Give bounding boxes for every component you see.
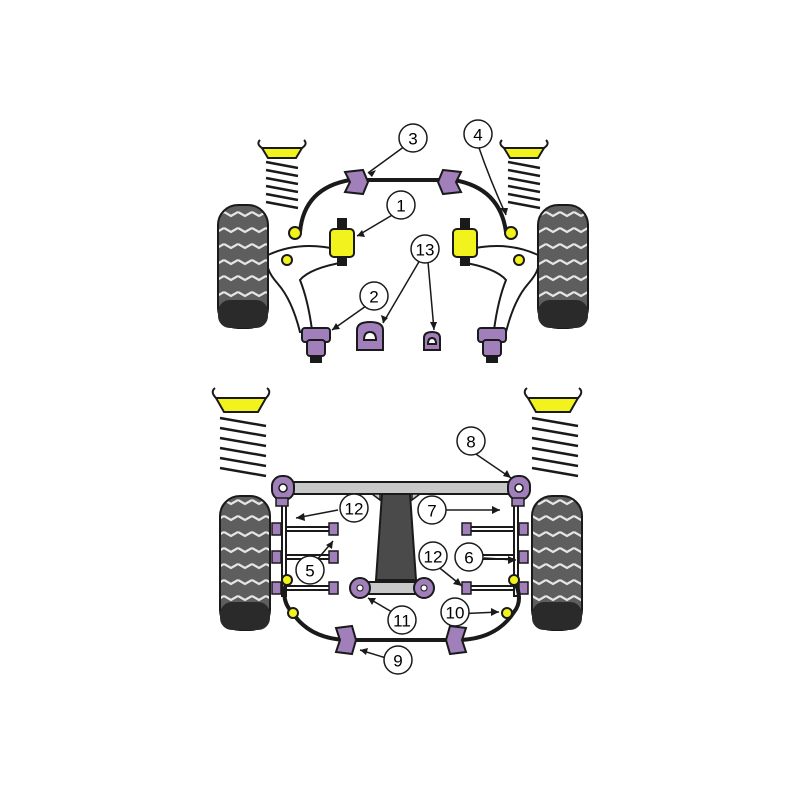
callout-12-right: 12 xyxy=(418,541,448,571)
front-left-spring-seat xyxy=(257,139,307,159)
callout-12-left-label: 12 xyxy=(345,500,364,519)
front-right-wishbone-rear-bush xyxy=(477,327,507,363)
callout-13-label: 13 xyxy=(416,241,435,260)
front-left-tyre xyxy=(217,204,269,329)
callout-4: 4 xyxy=(463,119,493,149)
front-suspension xyxy=(217,139,589,363)
rear-trailing-arm xyxy=(349,577,435,599)
front-right-droplink-lower xyxy=(513,254,525,266)
rear-left-coil-spring xyxy=(219,416,267,478)
callout-13: 13 xyxy=(410,234,440,264)
callout-8-label: 8 xyxy=(466,433,475,452)
rear-right-droplink-upper xyxy=(508,574,520,586)
front-arb-bush-left xyxy=(343,168,370,196)
callout-6: 6 xyxy=(454,542,484,572)
front-left-wishbone-rear-bush xyxy=(301,327,331,363)
front-arb-bush-right xyxy=(436,168,463,196)
callout-10-label: 10 xyxy=(446,604,465,623)
rear-right-spring-seat xyxy=(523,387,583,413)
rear-right-droplink-lower xyxy=(501,607,513,619)
rear-crossmember-bush-left xyxy=(271,475,295,501)
callout-8: 8 xyxy=(456,426,486,456)
callout-9-label: 9 xyxy=(393,652,402,671)
front-arb-bush-small xyxy=(423,330,441,351)
callout-10: 10 xyxy=(440,597,470,627)
rear-right-coil-spring xyxy=(531,416,579,478)
front-left-wishbone-front-bush xyxy=(329,218,355,266)
callout-5-label: 5 xyxy=(305,562,314,581)
callout-1: 1 xyxy=(386,190,416,220)
callout-11-label: 11 xyxy=(393,612,411,631)
rear-left-spring-seat xyxy=(211,387,271,413)
front-right-droplink-upper xyxy=(504,226,518,240)
callout-9: 9 xyxy=(383,645,413,675)
rear-left-droplink-upper xyxy=(281,574,293,586)
front-right-wishbone xyxy=(459,245,539,334)
front-right-wishbone-front-bush xyxy=(452,218,478,266)
rear-anti-roll-bar xyxy=(282,579,521,642)
rear-arb-bush-left xyxy=(334,624,358,656)
callout-11: 11 xyxy=(387,605,417,635)
front-arb-bush-large xyxy=(356,320,384,351)
callouts: 3 4 1 13 2 8 12 7 12 6 5 10 11 9 xyxy=(295,119,493,675)
front-left-coil-spring xyxy=(265,160,299,210)
leader-arrowheads xyxy=(296,170,516,655)
rear-left-droplink-lower xyxy=(287,607,299,619)
callout-5: 5 xyxy=(295,555,325,585)
front-anti-roll-bar xyxy=(298,178,508,233)
rear-arb-bush-right xyxy=(444,624,468,656)
callout-1-label: 1 xyxy=(396,197,405,216)
rear-left-tyre xyxy=(219,495,271,631)
front-left-droplink-lower xyxy=(281,254,293,266)
callout-7: 7 xyxy=(417,495,447,525)
callout-12-right-label: 12 xyxy=(424,548,443,567)
callout-4-label: 4 xyxy=(473,126,482,145)
callout-2-label: 2 xyxy=(369,288,378,307)
rear-crossmember-bush-right xyxy=(507,475,531,501)
callout-3: 3 xyxy=(398,123,428,153)
callout-7-label: 7 xyxy=(427,502,436,521)
front-right-tyre xyxy=(537,204,589,329)
front-left-droplink-upper xyxy=(288,226,302,240)
front-right-spring-seat xyxy=(499,139,549,159)
callout-2: 2 xyxy=(359,281,389,311)
front-right-coil-spring xyxy=(507,160,541,210)
callout-3-label: 3 xyxy=(408,130,417,149)
callout-12-left: 12 xyxy=(339,493,369,523)
rear-suspension xyxy=(211,387,583,656)
callout-6-label: 6 xyxy=(464,549,473,568)
rear-right-tyre xyxy=(531,495,583,631)
front-left-wishbone xyxy=(267,245,347,334)
